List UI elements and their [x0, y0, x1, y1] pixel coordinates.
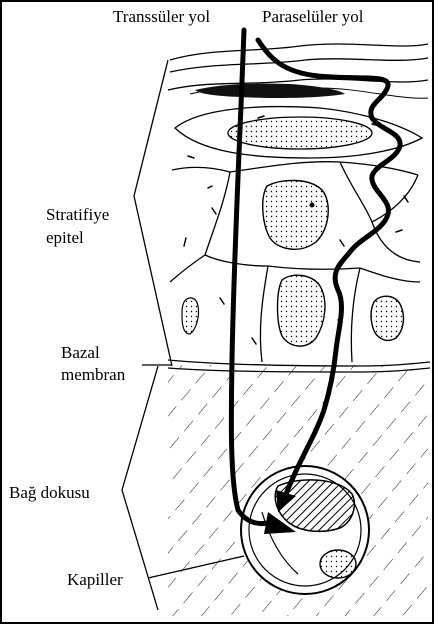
basal-label-line1: Bazal — [61, 343, 100, 362]
cell-nucleus — [371, 296, 404, 340]
connective-tissue-label: Bağ dokusu — [9, 483, 90, 502]
capillary-label: Kapiller — [67, 570, 123, 589]
cell-nucleus — [278, 275, 325, 346]
cell-nucleus — [182, 298, 199, 334]
stratified-label-line2: epitel — [46, 228, 84, 247]
capillary — [241, 466, 369, 594]
basal-label-line2: membran — [61, 365, 126, 384]
stratified-label-line1: Stratifiye — [46, 205, 109, 224]
flat-nucleus — [195, 84, 345, 98]
endothelial-nucleus — [320, 550, 356, 578]
paracellular-label: Paraselüler yol — [262, 7, 364, 26]
flat-cell-nucleus — [228, 117, 372, 149]
cell-nucleus — [263, 180, 329, 249]
transcellular-label: Transsüler yol — [113, 7, 210, 26]
